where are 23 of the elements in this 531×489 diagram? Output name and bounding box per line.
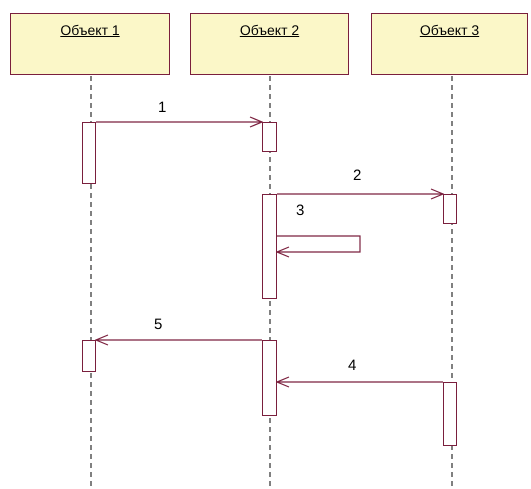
object-box	[190, 13, 349, 75]
message-arrow	[277, 188, 444, 200]
message-arrow	[95, 334, 262, 346]
message-number: 1	[158, 100, 166, 115]
message-number: 2	[353, 168, 362, 183]
activation-bar	[82, 122, 96, 184]
object-name: Объект 1	[60, 22, 120, 40]
message-number: 3	[296, 203, 304, 218]
object-name: Объект 3	[420, 22, 480, 40]
activation-bar	[262, 340, 277, 416]
activation-bar	[443, 382, 457, 446]
message-number: 4	[348, 358, 356, 373]
activation-bar	[82, 340, 96, 372]
activation-bar	[262, 194, 277, 299]
message-arrow	[276, 376, 443, 388]
message-arrow	[96, 116, 263, 128]
message-number: 5	[154, 317, 162, 332]
object-name: Объект 2	[240, 22, 300, 40]
message-arrow	[276, 235, 361, 258]
object-box	[371, 13, 528, 75]
object-box	[10, 13, 170, 75]
activation-bar	[443, 194, 457, 224]
activation-bar	[262, 122, 277, 152]
